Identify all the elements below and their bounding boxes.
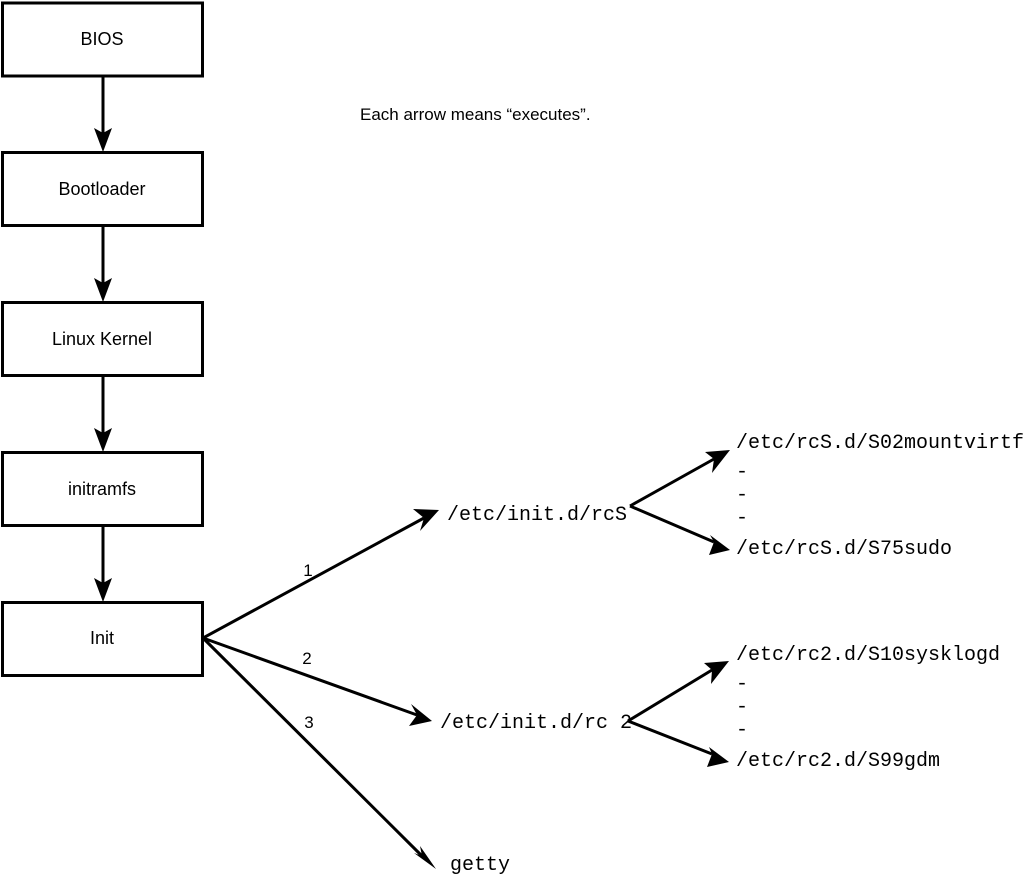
node-bootloader-label: Bootloader [58,179,145,199]
node-bios-box [1,1,204,78]
arrow-initramfs-to-init [94,525,112,602]
rcs-ellipsis-dash-3: - [736,507,748,530]
arrow-bootloader-to-kernel [94,225,112,302]
edge-label-1: 1 [303,561,312,580]
rcs-ellipsis-dash-2: - [736,484,748,507]
node-rcs-label[interactable]: /etc/init.d/rcS [447,504,627,527]
node-bootloader-box [1,151,204,227]
node-init[interactable]: Init [1,601,204,677]
arrow-init-to-getty [201,636,436,869]
node-linux-kernel[interactable]: Linux Kernel [1,301,204,377]
arrow-rc2-to-last-script [627,719,729,767]
node-initramfs-box [1,451,204,527]
arrow-kernel-to-initramfs [94,375,112,452]
node-bios[interactable]: BIOS [1,1,204,78]
node-rcs-first-script[interactable]: /etc/rcS.d/S02mountvirtfs [736,432,1024,455]
node-getty-label[interactable]: getty [450,854,510,875]
arrow-bios-to-bootloader [94,76,112,152]
node-rc2-last-script[interactable]: /etc/rc2.d/S99gdm [736,750,940,773]
diagram-caption: Each arrow means “executes”. [360,105,591,124]
edge-label-3: 3 [304,713,313,732]
rc2-ellipsis-dash-2: - [736,696,748,719]
node-init-label: Init [90,628,114,648]
node-bootloader[interactable]: Bootloader [1,151,204,227]
node-rcs-last-script[interactable]: /etc/rcS.d/S75sudo [736,538,952,561]
rcs-ellipsis-dash-1: - [736,461,748,484]
arrow-init-to-rc2 [202,636,432,726]
edge-label-2: 2 [302,649,311,668]
arrow-init-to-rcs [202,509,439,640]
node-linux-kernel-label: Linux Kernel [52,329,152,349]
node-rc2-label[interactable]: /etc/init.d/rc 2 [440,712,632,735]
arrow-rcs-to-first-script [629,450,730,508]
node-initramfs-label: initramfs [68,479,136,499]
node-bios-label: BIOS [80,29,123,49]
rc2-ellipsis-dash-1: - [736,673,748,696]
arrow-rc2-to-first-script [627,661,729,723]
node-rc2-first-script[interactable]: /etc/rc2.d/S10sysklogd [736,644,1000,667]
node-init-box [1,601,204,677]
arrow-rcs-to-last-script [629,504,730,555]
node-initramfs[interactable]: initramfs [1,451,204,527]
rc2-ellipsis-dash-3: - [736,719,748,742]
